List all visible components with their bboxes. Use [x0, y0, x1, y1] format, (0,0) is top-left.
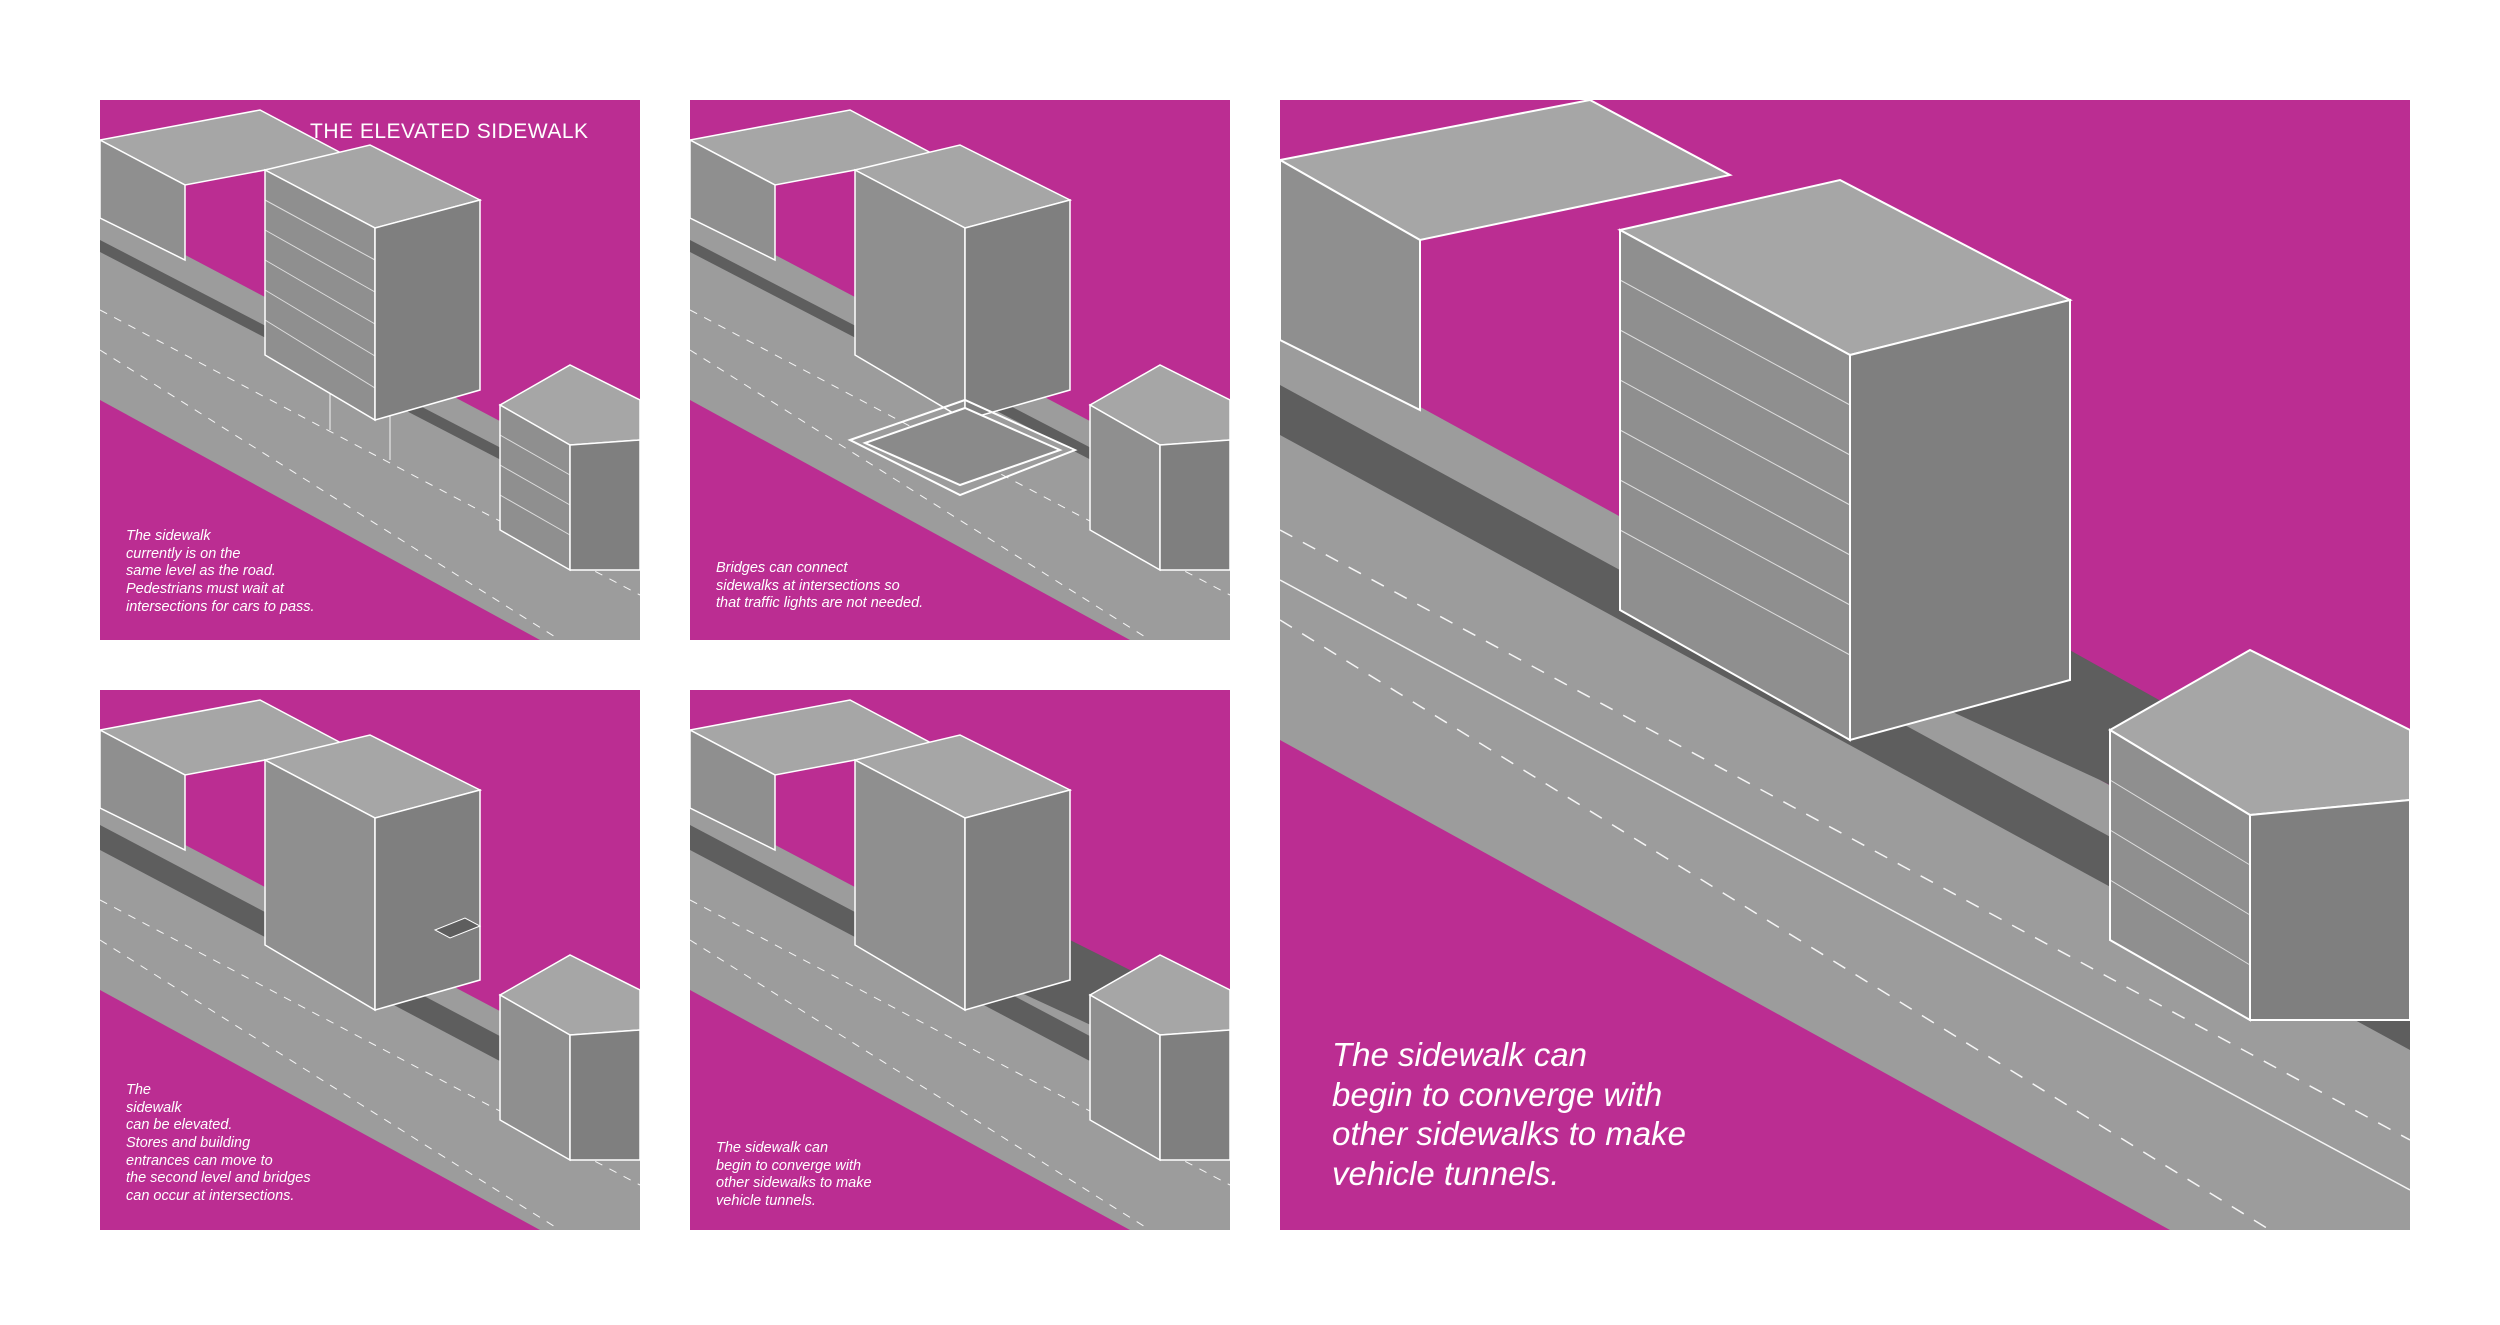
panel-4-caption: The sidewalk can begin to converge with … [716, 1140, 872, 1210]
panel-1-caption: The sidewalk currently is on the same le… [126, 528, 315, 615]
panel-2-illustration [690, 109, 1230, 640]
panel-1-current-sidewalk: THE ELEVATED SIDEWALK The sidewalk curre… [100, 100, 640, 640]
bridge-loop [847, 398, 1078, 497]
panel-2-bridges: Bridges can connect sidewalks at interse… [690, 100, 1230, 640]
panel-3-elevated: The sidewalk can be elevated. Stores and… [100, 690, 640, 1230]
panel-title: THE ELEVATED SIDEWALK [310, 120, 589, 143]
panel-5-converge-large: The sidewalk can begin to converge with … [1280, 100, 2410, 1230]
panel-5-illustration [1280, 100, 2410, 1230]
panel-1-illustration [100, 109, 640, 640]
panel-4-converge: The sidewalk can begin to converge with … [690, 690, 1230, 1230]
panel-3-caption: The sidewalk can be elevated. Stores and… [126, 1082, 311, 1205]
panel-5-caption: The sidewalk can begin to converge with … [1332, 1036, 1686, 1192]
panel-4-illustration [690, 699, 1230, 1230]
panel-3-illustration [100, 699, 640, 1230]
panel-2-caption: Bridges can connect sidewalks at interse… [716, 560, 924, 612]
